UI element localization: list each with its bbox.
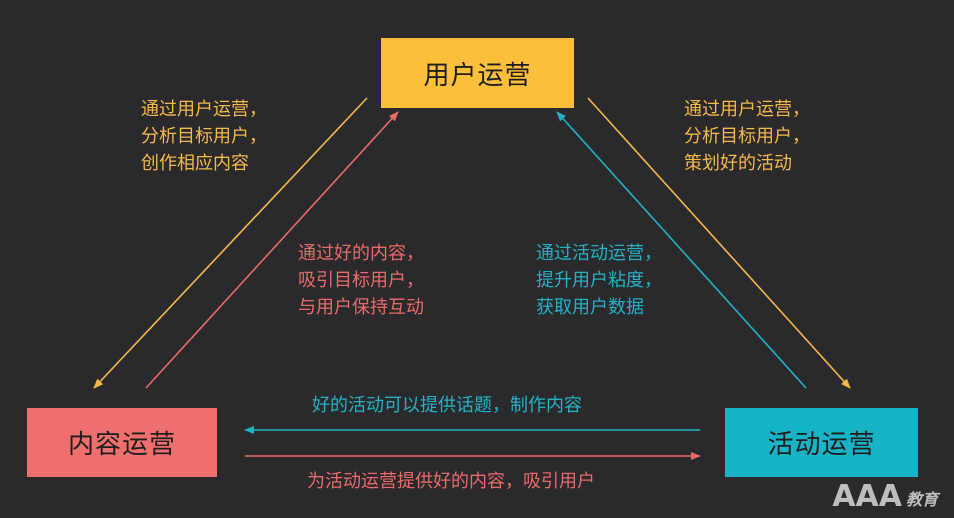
edge-label-activity-to-user: 通过活动运营， 提升用户粘度， 获取用户数据 (536, 243, 662, 318)
watermark-logo: AAA 教育 (832, 479, 938, 514)
arrow-activity-to-user (556, 111, 807, 389)
watermark-main: AAA (832, 479, 902, 514)
node-content-ops: 内容运营 (27, 408, 217, 477)
edge-label-user-to-activity: 通过用户运营， 分析目标用户， 策划好的活动 (684, 99, 810, 174)
node-activity-ops: 活动运营 (725, 408, 918, 477)
node-user-ops-label: 用户运营 (423, 60, 532, 91)
edge-label-user-to-content: 通过用户运营， 分析目标用户， 创作相应内容 (141, 99, 267, 174)
edge-label-content-to-activity: 为活动运营提供好的内容，吸引用户 (307, 471, 595, 492)
watermark-sub: 教育 (905, 490, 938, 509)
edge-label-content-to-user: 通过好的内容， 吸引目标用户， 与用户保持互动 (298, 243, 424, 318)
arrow-user-to-content (93, 97, 368, 389)
node-content-ops-label: 内容运营 (67, 430, 176, 460)
arrow-content-to-user (145, 111, 399, 389)
arrow-user-to-activity (587, 97, 851, 389)
edge-label-activity-to-content: 好的活动可以提供话题，制作内容 (312, 395, 582, 416)
node-user-ops: 用户运营 (381, 38, 574, 108)
node-activity-ops-label: 活动运营 (767, 430, 876, 460)
